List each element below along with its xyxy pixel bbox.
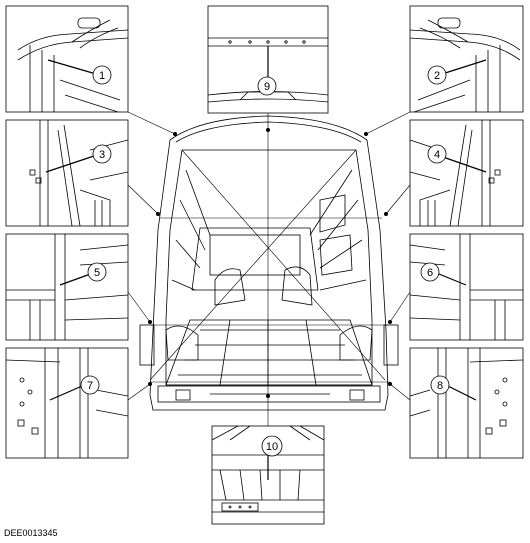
inset-1-roof-left-corner: [5, 5, 129, 113]
inset-5-left-wheel-arch: [5, 233, 129, 341]
callout-2: 2: [427, 65, 447, 85]
inset-3-left-wall-upper: [5, 119, 129, 227]
callout-3: 3: [92, 144, 112, 164]
inset-2-roof-right-corner: [409, 5, 524, 113]
van-rear-view: [139, 115, 399, 411]
leader-lines: [127, 111, 411, 426]
callout-4: 4: [427, 144, 447, 164]
inset-8-right-pillar-lower: [409, 347, 524, 459]
inset-7-left-pillar-lower: [5, 347, 129, 459]
callout-label: 7: [87, 380, 93, 392]
callout-8: 8: [430, 375, 450, 395]
callout-5: 5: [87, 262, 107, 282]
callout-6: 6: [420, 262, 440, 282]
callout-label: 4: [434, 149, 440, 161]
callout-label: 6: [427, 267, 433, 279]
callout-label: 8: [437, 380, 443, 392]
callout-1: 1: [92, 65, 112, 85]
callout-label: 1: [99, 70, 105, 82]
anchor-points: [148, 128, 392, 398]
inset-9-roof-rear-header: [207, 5, 329, 114]
inset-10-rear-sill: [211, 425, 325, 525]
reference-code: DEE0013345: [4, 528, 58, 538]
inset-4-right-wall-upper: [409, 119, 524, 227]
callout-10: 10: [261, 435, 283, 457]
anchor-guides: [149, 130, 390, 395]
callout-label: 5: [94, 267, 100, 279]
callout-9: 9: [257, 76, 277, 96]
callout-label: 9: [264, 81, 270, 93]
callout-label: 10: [266, 441, 278, 453]
callout-label: 2: [434, 70, 440, 82]
callout-7: 7: [80, 375, 100, 395]
inset-6-right-wheel-arch: [409, 233, 524, 341]
callout-label: 3: [99, 149, 105, 161]
